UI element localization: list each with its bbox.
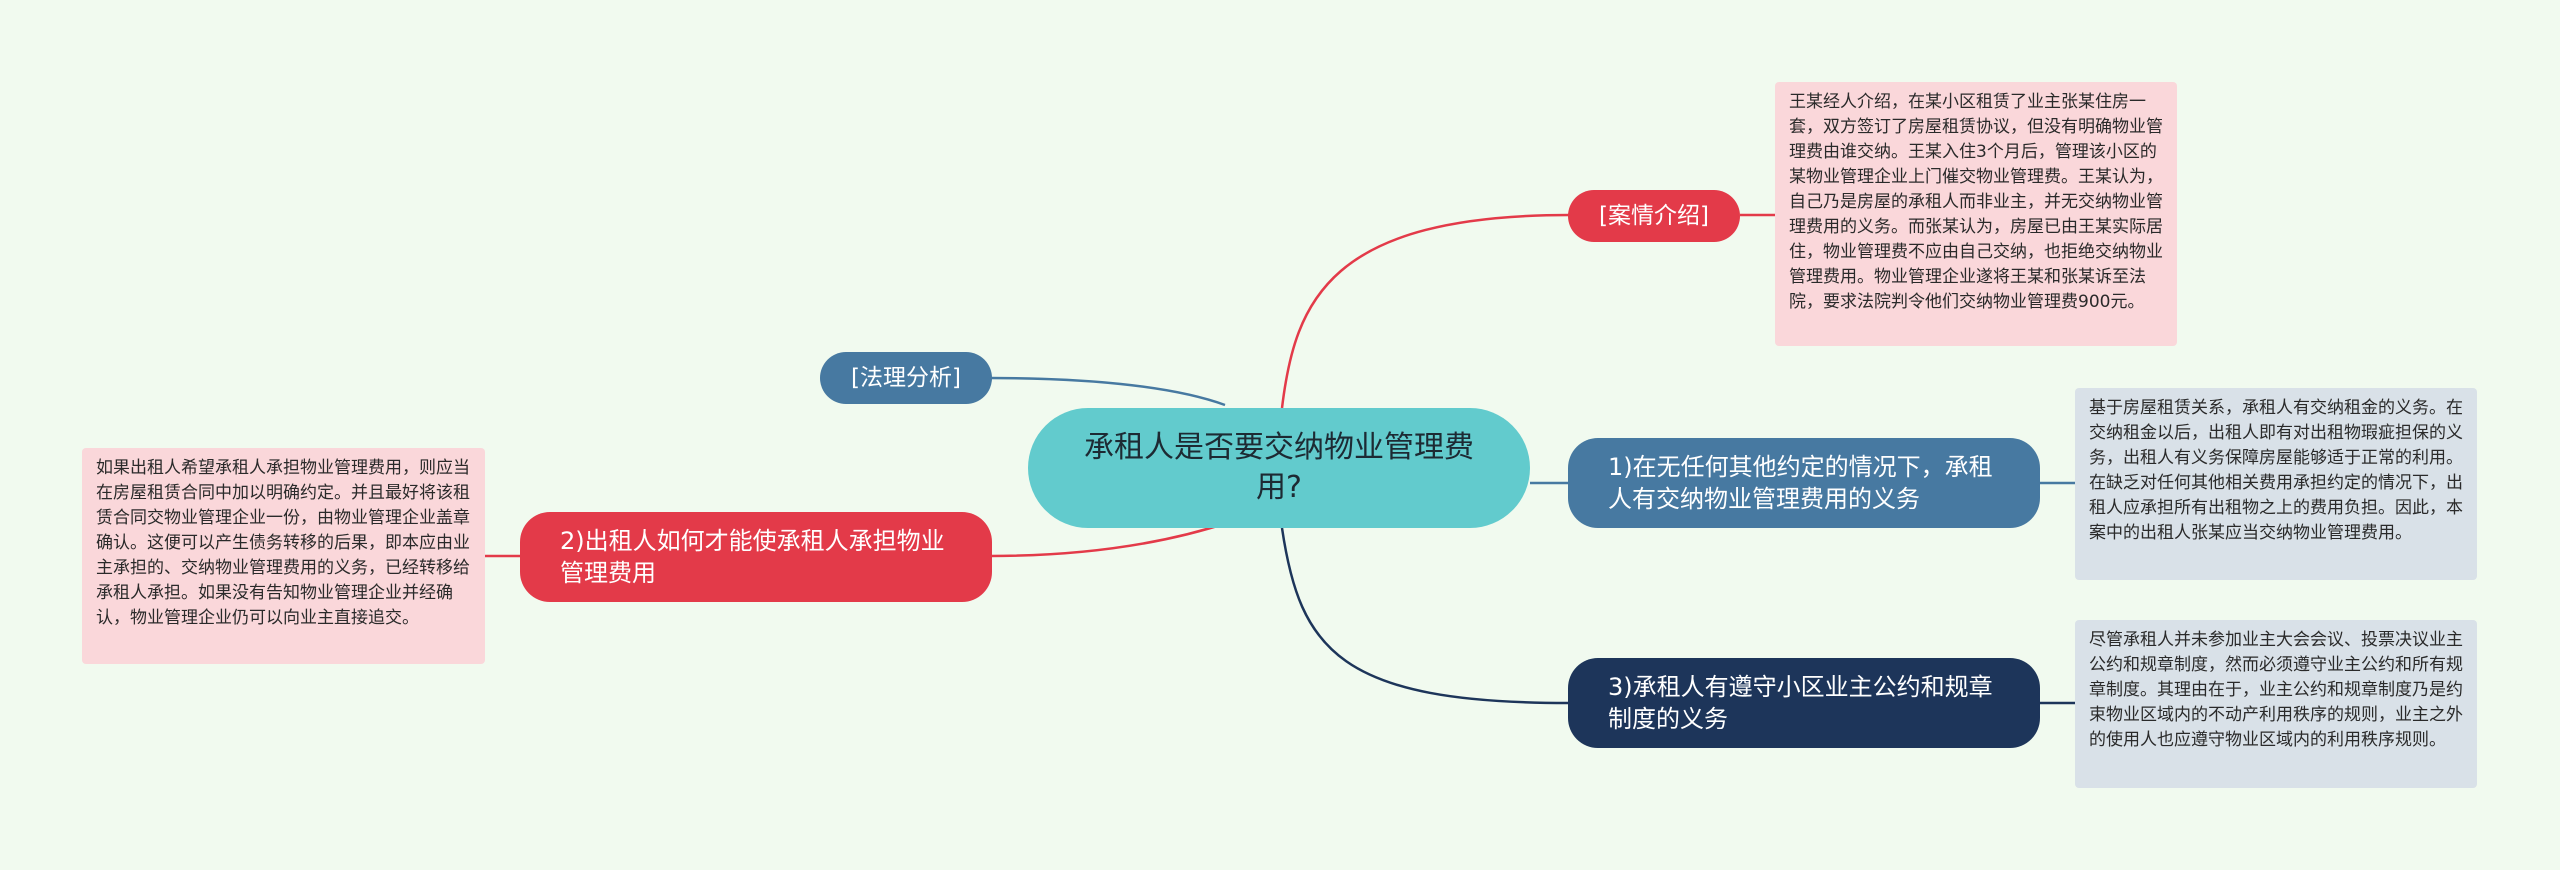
leaf-point1-text: 基于房屋租赁关系，承租人有交纳租金的义务。在交纳租金以后，出租人即有对出租物瑕疵…: [2089, 398, 2463, 543]
link-root-legal-analysis: [989, 376, 1226, 407]
branch-point2-label: 2)出租人如何才能使承租人承担物业管理费用: [560, 527, 945, 587]
leaf-point2-detail: 如果出租人希望承租人承担物业管理费用，则应当在房屋租赁合同中加以明确约定。并且最…: [82, 448, 485, 664]
leaf-point3-text: 尽管承租人并未参加业主大会会议、投票决议业主公约和规章制度，然而必须遵守业主公约…: [2089, 630, 2463, 750]
link-root-point2: [989, 520, 1231, 558]
branch-legal-analysis-label: [法理分析]: [851, 365, 961, 391]
branch-point3[interactable]: 3)承租人有遵守小区业主公约和规章制度的义务: [1568, 658, 2040, 748]
root-topic-label: 承租人是否要交纳物业管理费用?: [1084, 430, 1474, 505]
leaf-case-intro-detail: 王某经人介绍，在某小区租赁了业主张某住房一套，双方签订了房屋租赁协议，但没有明确…: [1775, 82, 2177, 346]
branch-point3-label: 3)承租人有遵守小区业主公约和规章制度的义务: [1608, 673, 1993, 733]
branch-point1[interactable]: 1)在无任何其他约定的情况下，承租人有交纳物业管理费用的义务: [1568, 438, 2040, 528]
branch-legal-analysis[interactable]: [法理分析]: [820, 352, 992, 404]
branch-point2[interactable]: 2)出租人如何才能使承租人承担物业管理费用: [520, 512, 992, 602]
link-root-point3: [1280, 527, 1569, 705]
leaf-point3-detail: 尽管承租人并未参加业主大会会议、投票决议业主公约和规章制度，然而必须遵守业主公约…: [2075, 620, 2477, 788]
link-root-case-intro: [1280, 213, 1571, 409]
leaf-point2-text: 如果出租人希望承租人承担物业管理费用，则应当在房屋租赁合同中加以明确约定。并且最…: [96, 458, 470, 628]
branch-point1-label: 1)在无任何其他约定的情况下，承租人有交纳物业管理费用的义务: [1608, 453, 1993, 513]
leaf-point1-detail: 基于房屋租赁关系，承租人有交纳租金的义务。在交纳租金以后，出租人即有对出租物瑕疵…: [2075, 388, 2477, 580]
root-topic[interactable]: 承租人是否要交纳物业管理费用?: [1028, 408, 1530, 528]
branch-case-intro-label: [案情介绍]: [1599, 203, 1709, 229]
branch-case-intro[interactable]: [案情介绍]: [1568, 190, 1740, 242]
leaf-case-intro-text: 王某经人介绍，在某小区租赁了业主张某住房一套，双方签订了房屋租赁协议，但没有明确…: [1789, 92, 2163, 312]
